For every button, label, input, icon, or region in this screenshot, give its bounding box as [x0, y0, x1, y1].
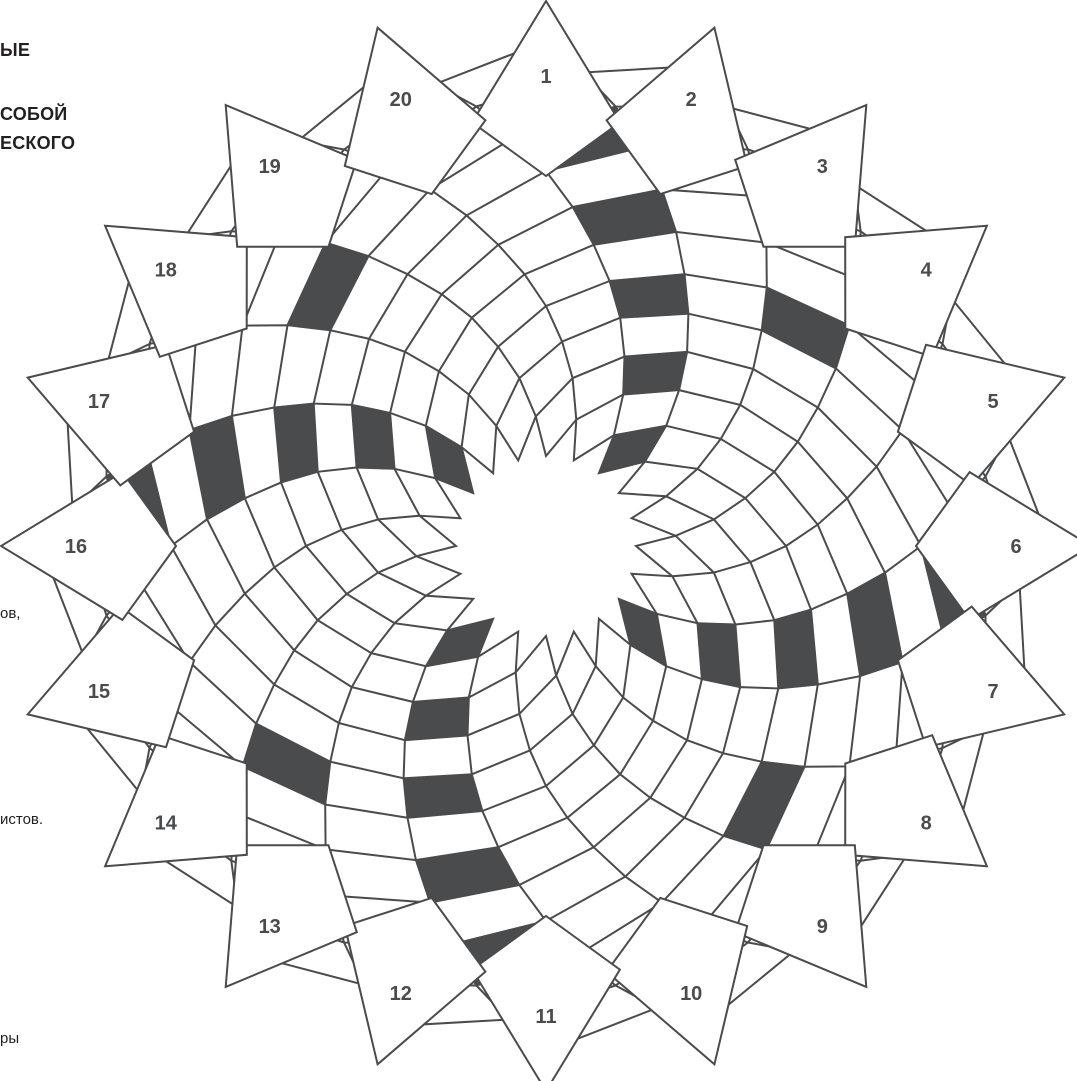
rhombus-cell: [468, 714, 530, 774]
rhombus-cell: [442, 245, 525, 318]
sector-label-11: 11: [535, 1006, 556, 1028]
rhombus-cell: [632, 496, 714, 536]
rhombus-cell: [245, 482, 306, 567]
sector-label-7: 7: [987, 681, 998, 703]
rhombus-cell: [395, 596, 474, 631]
rhombus-cell: [536, 378, 577, 456]
rhombus-cell: [498, 306, 562, 378]
rhombus-cell: [530, 714, 594, 786]
rhombus-cell: [774, 610, 818, 689]
sector-label-17: 17: [88, 391, 110, 413]
rhombus-cell: [189, 416, 244, 519]
rhombus-cell: [467, 171, 573, 245]
rhombus-cell: [724, 762, 805, 850]
rhombus-cell: [368, 189, 466, 274]
sector-label-1: 1: [540, 66, 551, 88]
rhombus-cell: [378, 556, 460, 596]
sector-label-2: 2: [686, 89, 697, 111]
rhombus-cell: [625, 818, 723, 903]
rhombus-cell: [232, 325, 288, 416]
rhombus-cell: [352, 405, 395, 469]
rhombus-cell: [314, 330, 369, 405]
rhombus-cell: [619, 462, 698, 497]
rhombus-cell: [653, 666, 702, 740]
sector-label-9: 9: [817, 916, 828, 938]
rhombus-cell: [666, 390, 740, 439]
outer-tip-cell: [898, 607, 1064, 748]
rhombus-cell: [723, 687, 778, 762]
rhombus-cell: [698, 623, 741, 687]
rhombus-cell: [405, 698, 469, 741]
rhombus-cell: [330, 723, 405, 778]
rhombus-cell: [805, 676, 861, 767]
rhombus-cell: [573, 189, 676, 244]
rhombus-cell: [567, 774, 650, 847]
rhombus-cell: [352, 653, 426, 702]
rhombus-cell: [623, 352, 687, 395]
rhombus-cell: [740, 369, 818, 442]
rhombus-cell: [171, 519, 245, 625]
rhombus-cell: [519, 847, 625, 921]
rhombus-cell: [318, 468, 378, 530]
sector-label-18: 18: [155, 260, 177, 282]
rhombus-cell: [762, 288, 850, 369]
sector-label-3: 3: [817, 156, 828, 178]
rhombus-cell: [416, 847, 519, 902]
rhombus-cell: [243, 724, 331, 805]
rhombus-cell: [556, 632, 596, 714]
rhombus-cell: [245, 567, 318, 650]
sector-label-12: 12: [390, 983, 412, 1005]
rhombus-cell: [847, 467, 921, 573]
rhombus-cell: [594, 698, 653, 775]
rhombus-cell: [610, 274, 689, 318]
sector-label-19: 19: [259, 156, 281, 178]
rhombus-cell: [698, 439, 775, 498]
rhombus-cell: [378, 516, 456, 557]
rhombus-cell: [306, 530, 378, 594]
rhombus-cell: [439, 318, 498, 395]
rhombus-cell: [462, 395, 497, 474]
rhombus-cell: [189, 625, 274, 723]
rhombus-cell: [318, 594, 395, 653]
sector-label-20: 20: [390, 89, 412, 111]
sector-label-13: 13: [259, 916, 281, 938]
rhombus-cell: [390, 352, 439, 426]
rhombus-cell: [562, 318, 624, 378]
rhombus-cell: [786, 525, 847, 610]
rhombus-cell: [818, 368, 903, 466]
rhombus-cell: [714, 498, 786, 562]
rhombus-cell: [482, 786, 567, 847]
rhombus-cell: [274, 404, 318, 483]
rhombus-cell: [404, 774, 483, 818]
sector-label-8: 8: [921, 812, 932, 834]
rhombus-cell: [847, 573, 902, 676]
rhombus-cell: [676, 232, 767, 288]
rhombus-cell: [596, 619, 631, 698]
sector-label-15: 15: [88, 681, 110, 703]
rhombus-cell: [774, 442, 847, 525]
rhombus-cell: [687, 314, 762, 369]
rhombus-cell: [650, 740, 723, 818]
sector-label-6: 6: [1010, 536, 1021, 558]
sector-label-5: 5: [987, 391, 998, 413]
rhombus-cell: [636, 536, 714, 577]
sector-label-10: 10: [680, 983, 702, 1005]
sector-label-4: 4: [921, 260, 933, 282]
outer-tip-cell: [607, 28, 748, 194]
rhombus-cell: [274, 650, 352, 723]
sector-label-16: 16: [65, 536, 87, 558]
rhombus-cell: [516, 636, 557, 714]
rhombus-cell: [525, 245, 610, 306]
rhombus-cell: [714, 562, 774, 624]
rhombus-cell: [288, 243, 369, 331]
outer-tip-cell: [345, 898, 486, 1064]
sector-label-14: 14: [155, 812, 178, 834]
rhombus-cell: [496, 378, 536, 460]
outer-tip-cell: [28, 345, 194, 486]
rhombus-cell: [325, 805, 416, 861]
rhombus-cell: [369, 274, 442, 352]
